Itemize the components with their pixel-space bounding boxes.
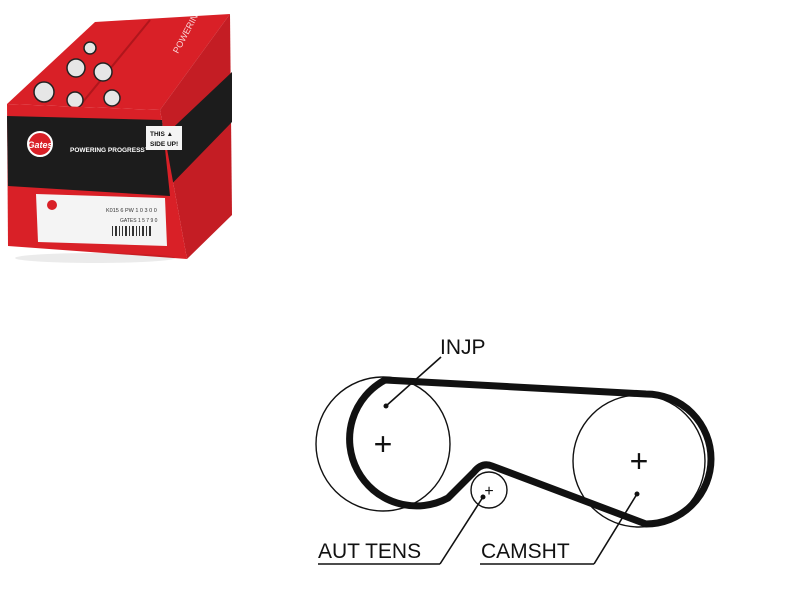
camshaft-pulley	[572, 394, 706, 528]
camsht-label: CAMSHT	[481, 540, 570, 563]
product-box: POWERING Gates POWERING PROGRESS™ THIS ▲…	[7, 6, 232, 263]
gates-logo: Gates	[27, 131, 53, 157]
pulley-illustration	[33, 41, 121, 109]
camsht-center-mark: +	[630, 443, 649, 479]
orientation-line1: THIS ▲	[150, 131, 173, 138]
aut-tens-leader-line	[439, 496, 484, 565]
box-black-band	[7, 116, 170, 196]
tensioner-center-mark: +	[484, 483, 493, 500]
label-code2: GATES 1 5 7 9 0	[120, 218, 158, 224]
orientation-line2: SIDE UP!	[150, 141, 178, 148]
box-product-label	[36, 194, 167, 246]
gates-logo-text: Gates	[27, 140, 52, 150]
belt-diagram: + + + INJP AUT TENS CAMSHT	[315, 336, 715, 565]
camsht-leader-line	[593, 493, 638, 565]
timing-belt	[346, 376, 715, 528]
box-slogan: POWERING PROGRESS™	[70, 147, 151, 154]
box-top-face	[7, 14, 230, 110]
tensioner-pulley	[470, 471, 508, 509]
injp-label: INJP	[440, 336, 486, 359]
barcode	[112, 226, 151, 236]
injp-center-mark: +	[374, 426, 393, 462]
injp-leader-line	[385, 356, 442, 407]
aut-tens-label: AUT TENS	[318, 540, 421, 563]
label-code: K015 6 PW 1 0 3 0 0	[106, 208, 157, 214]
injection-pump-pulley	[315, 376, 451, 512]
